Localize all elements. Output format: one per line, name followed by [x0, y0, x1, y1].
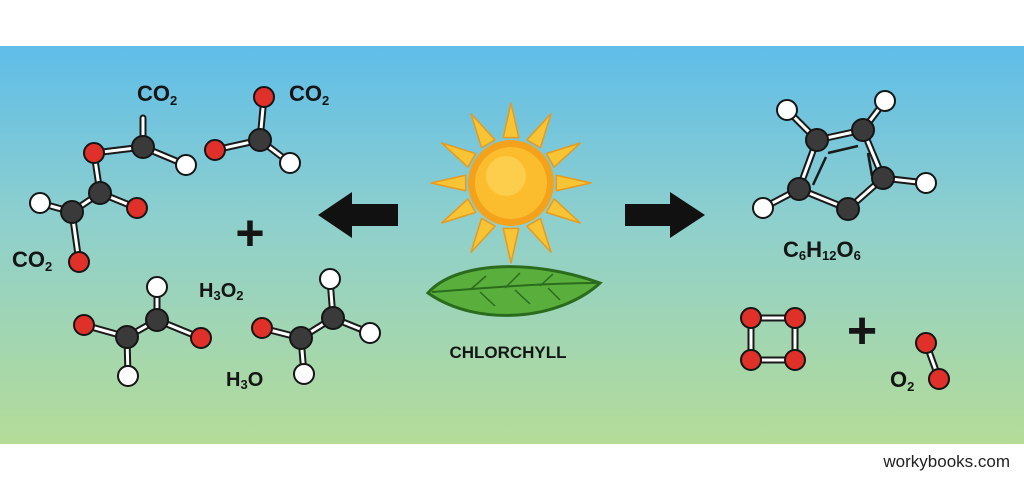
leaf-icon — [425, 265, 603, 317]
label-co2-top-mid: CO2 — [289, 81, 329, 108]
sun-ray — [545, 198, 582, 224]
plus-sign-right: + — [847, 302, 877, 360]
molecule-glucose-ring — [752, 90, 937, 221]
carbon-atom — [851, 118, 875, 142]
plus-sign-left: + — [235, 205, 264, 261]
carbon-atom — [871, 166, 895, 190]
hydrogen-atom — [752, 197, 774, 219]
label-o2: O2 — [890, 367, 914, 394]
arrow-right-icon — [625, 192, 705, 238]
sun-ray — [526, 112, 552, 149]
sun-ray — [555, 174, 592, 192]
sun-ray — [470, 112, 496, 149]
carbon-atom — [836, 197, 860, 221]
hydrogen-atom — [915, 172, 937, 194]
molecule-water-right — [251, 268, 381, 385]
carbon-atom — [321, 306, 345, 330]
label-chlorophyll: CHLORCHYLL — [449, 343, 566, 362]
oxygen-atom — [68, 251, 90, 273]
oxygen-atom — [83, 142, 105, 164]
carbon-atom — [131, 135, 155, 159]
oxygen-atom — [915, 332, 937, 354]
oxygen-atom — [73, 314, 95, 336]
molecule-water-left — [73, 276, 212, 387]
carbon-atom — [145, 308, 169, 332]
sun-ray — [502, 102, 520, 139]
sun-ray — [440, 198, 477, 224]
oxygen-atom — [126, 197, 148, 219]
hydrogen-atom — [319, 268, 341, 290]
sun-ray — [430, 174, 467, 192]
oxygen-atom — [784, 307, 806, 329]
sun-ray — [545, 142, 582, 168]
molecule-co2-chain — [29, 114, 197, 273]
hydrogen-atom — [279, 152, 301, 174]
carbon-atom — [88, 181, 112, 205]
hydrogen-atom — [776, 99, 798, 121]
hydrogen-atom — [359, 322, 381, 344]
oxygen-atom — [190, 327, 212, 349]
oxygen-atom — [928, 368, 950, 390]
hydrogen-atom — [874, 90, 896, 112]
carbon-atom — [248, 128, 272, 152]
molecule-o2 — [915, 332, 950, 390]
label-co2-top-left: CO2 — [137, 81, 177, 108]
hydrogen-atom — [146, 276, 168, 298]
molecule-co2-top — [204, 86, 301, 174]
hydrogen-atom — [29, 192, 51, 214]
carbon-atom — [289, 326, 313, 350]
oxygen-atom — [740, 349, 762, 371]
oxygen-atom — [784, 349, 806, 371]
sun-ray — [470, 217, 496, 254]
sun-icon — [430, 102, 592, 264]
oxygen-atom — [740, 307, 762, 329]
label-h3o2: H3O2 — [199, 280, 243, 303]
carbon-atom — [787, 177, 811, 201]
carbon-atom — [60, 200, 84, 224]
hydrogen-atom — [175, 154, 197, 176]
label-h3o: H3O — [226, 369, 263, 392]
molecule-oxygen-square — [740, 307, 806, 371]
sun-ray — [502, 227, 520, 264]
carbon-atom — [115, 325, 139, 349]
hydrogen-atom — [293, 363, 315, 385]
sun-ray — [526, 217, 552, 254]
oxygen-atom — [204, 139, 226, 161]
arrow-left-icon — [318, 192, 398, 238]
carbon-atom — [805, 128, 829, 152]
oxygen-atom — [251, 317, 273, 339]
hydrogen-atom — [117, 365, 139, 387]
watermark: workybooks.com — [882, 452, 1010, 471]
label-co2-left: CO2 — [12, 247, 52, 274]
oxygen-atom — [253, 86, 275, 108]
sun-ray — [440, 142, 477, 168]
label-glucose: C6H12O6 — [783, 237, 861, 263]
